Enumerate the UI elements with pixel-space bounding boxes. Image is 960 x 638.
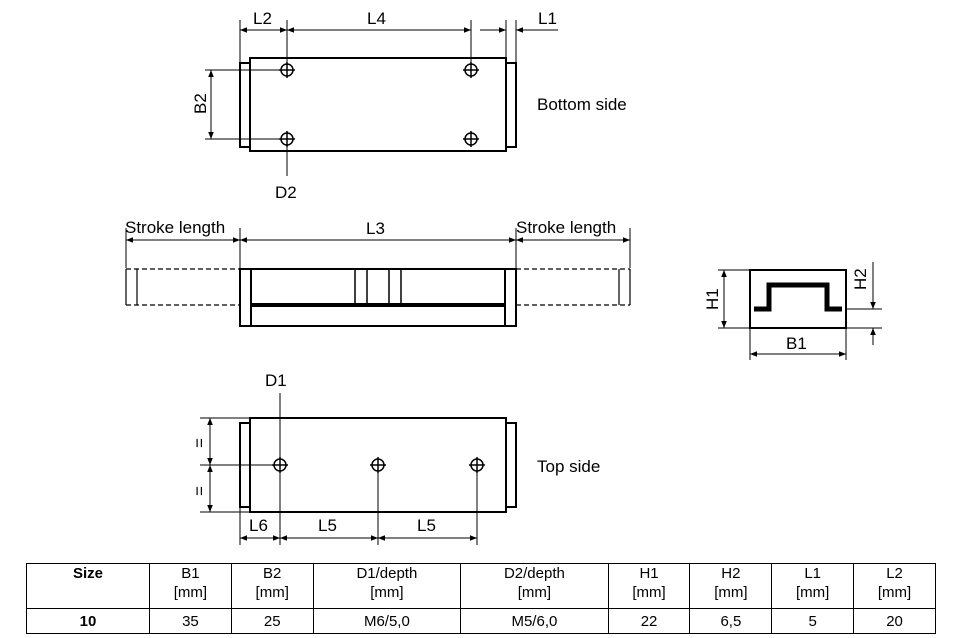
table-cell: 5 — [771, 608, 855, 634]
header-name: D2/depth — [503, 565, 565, 582]
top-side-caption: Top side — [537, 457, 600, 476]
side-view-left-cap — [239, 268, 252, 327]
dim-label-stroke-left: Stroke length — [125, 218, 225, 237]
end-view-profile — [754, 282, 842, 312]
table-header-cell: B2 [mm] — [230, 563, 314, 609]
left-stroke-extent — [125, 268, 240, 306]
table-header-cell: L1 [mm] — [771, 563, 855, 609]
table-cell: M6/5,0 — [312, 608, 462, 634]
header-name: L1 — [804, 565, 822, 582]
side-view-right-cap — [504, 268, 517, 327]
header-unit: [mm] — [173, 584, 208, 601]
dim-label-b1: B1 — [786, 334, 807, 353]
bottom-view-body — [249, 57, 507, 152]
table-cell: 25 — [230, 608, 314, 634]
table-cell: M5/6,0 — [460, 608, 609, 634]
header-name: B2 — [263, 565, 282, 582]
header-unit: [mm] — [255, 584, 289, 601]
table-header-cell: H2 [mm] — [689, 563, 773, 609]
side-view-body — [250, 268, 506, 327]
dim-label-eq-lower: = — [190, 486, 209, 496]
table-header-cell: D1/depth [mm] — [312, 563, 462, 609]
end-view-outline — [749, 269, 847, 329]
table-header-cell: B1 [mm] — [149, 563, 232, 609]
header-unit: [mm] — [370, 584, 404, 601]
dim-label-l5-a: L5 — [318, 516, 337, 535]
table-cell: 20 — [853, 608, 936, 634]
header-unit: [mm] — [714, 584, 748, 601]
table-cell-size: 10 — [26, 608, 150, 634]
header-unit: [mm] — [517, 584, 552, 601]
bottom-hole — [279, 131, 295, 147]
dim-label-l2: L2 — [253, 9, 272, 28]
table-cell: 22 — [607, 608, 691, 634]
dim-label-stroke-right: Stroke length — [516, 218, 616, 237]
end-view — [718, 262, 882, 360]
table-header-cell: H1 [mm] — [607, 563, 691, 609]
dim-label-h1: H1 — [703, 288, 722, 310]
dimensions-table: Size B1 [mm] B2 [mm] D1/depth [mm] D2/depth… — [26, 563, 936, 634]
header-name: B1 — [181, 565, 200, 582]
top-view — [200, 393, 517, 545]
dim-label-l6: L6 — [249, 516, 268, 535]
table-header-cell: D2/depth [mm] — [460, 563, 609, 609]
side-view — [125, 228, 631, 327]
dim-label-l3: L3 — [366, 219, 385, 238]
dim-label-eq-upper: = — [190, 438, 209, 448]
table-cell: 35 — [149, 608, 232, 634]
top-hole — [469, 457, 485, 473]
table-header-cell: Size — [26, 563, 150, 609]
top-view-right-cap — [505, 422, 517, 508]
header-name: L2 — [886, 565, 903, 582]
table-row: 10 35 25 M6/5,0 M5/6,0 22 6,5 5 20 — [26, 608, 936, 634]
dim-label-b2: B2 — [191, 93, 210, 114]
right-stroke-extent — [516, 268, 631, 306]
table-cell: 6,5 — [689, 608, 773, 634]
dim-label-l1: L1 — [538, 9, 557, 28]
dim-label-h2: H2 — [851, 268, 870, 290]
header-name: H1 — [639, 565, 659, 582]
top-hole — [370, 457, 386, 473]
bottom-view — [205, 20, 558, 176]
bottom-view-left-cap — [239, 62, 251, 148]
header-unit: [mm] — [877, 584, 912, 601]
table-header-row: Size B1 [mm] B2 [mm] D1/depth [mm] D2/depth… — [26, 563, 936, 609]
header-unit: [mm] — [632, 584, 666, 601]
technical-drawing: L2 L4 L1 B2 D2 Bottom side — [125, 9, 882, 545]
header-name: Size — [72, 565, 103, 582]
bottom-hole — [463, 131, 479, 147]
dim-label-d2: D2 — [275, 183, 297, 202]
header-name: D1/depth — [356, 565, 418, 582]
table-header-cell: L2 [mm] — [853, 563, 936, 609]
dim-label-d1: D1 — [265, 371, 287, 390]
bottom-side-caption: Bottom side — [537, 95, 627, 114]
bottom-view-right-cap — [505, 62, 517, 148]
bottom-hole — [279, 62, 295, 78]
header-name: H2 — [721, 565, 741, 582]
bottom-hole — [463, 62, 479, 78]
dim-label-l4: L4 — [367, 9, 386, 28]
header-unit: [mm] — [796, 584, 830, 601]
dim-label-l5-b: L5 — [417, 516, 436, 535]
